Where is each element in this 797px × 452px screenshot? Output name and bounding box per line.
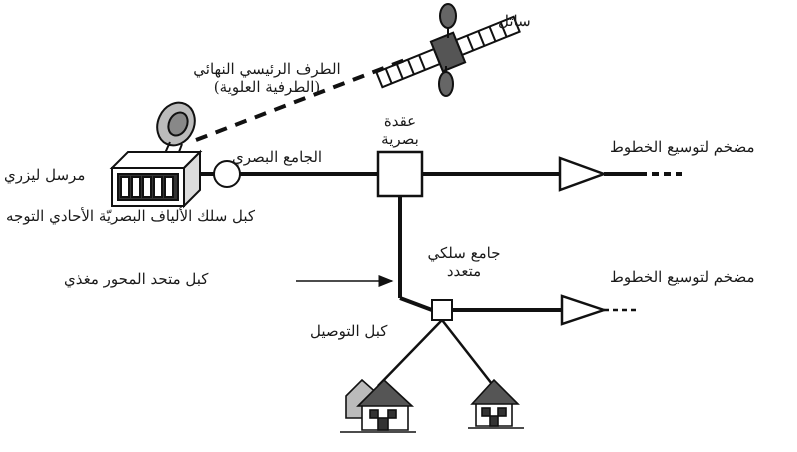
optical-node-line2: بصرية (381, 130, 419, 148)
optical-node-box (376, 150, 424, 198)
amplifier-top-label: مضخم لتوسيع الخطوط (610, 138, 755, 156)
head-end-label: الطرف الرئيسي النهائي (الطرفية العلوية) (152, 60, 382, 96)
satellite-label: ساتل (498, 12, 531, 30)
fiber-cable-label: كبل سلك الألياف البصريّة الأحادي التوجه (6, 207, 256, 225)
laser-transmitter-icon (109, 149, 203, 209)
laser-transmitter-label: مرسل ليزري (4, 166, 86, 184)
house-left-icon (340, 378, 416, 433)
wired-combiner-line1: جامع سلكي (427, 244, 501, 262)
drop-cable-label: كبل التوصيل (310, 322, 388, 340)
multitap-box (431, 299, 453, 321)
coax-feeder-label: كبل متحد المحور مغذي (64, 270, 209, 288)
amplifier-top-icon (558, 156, 608, 192)
satellite-dish-icon (156, 101, 196, 161)
optical-receiver-label: الجامع البصري (232, 148, 323, 166)
amplifier-bottom-icon (560, 294, 608, 326)
optical-node-label: عقدة بصرية (360, 112, 440, 148)
head-end-line1: الطرف الرئيسي النهائي (193, 60, 341, 78)
drop-cable-left (377, 319, 443, 387)
amplifier-bottom-label: مضخم لتوسيع الخطوط (610, 268, 755, 286)
satellite-icon (375, 3, 521, 97)
optical-receiver-node (213, 160, 241, 188)
house-right-icon (468, 378, 524, 429)
head-end-line2: (الطرفية العلوية) (213, 78, 321, 96)
optical-node-line1: عقدة (383, 112, 417, 130)
drop-cable-right (441, 319, 493, 385)
wired-combiner-line2: متعدد (446, 262, 482, 280)
satellite-link (195, 56, 411, 142)
wired-combiner-label: جامع سلكي متعدد (414, 244, 514, 280)
